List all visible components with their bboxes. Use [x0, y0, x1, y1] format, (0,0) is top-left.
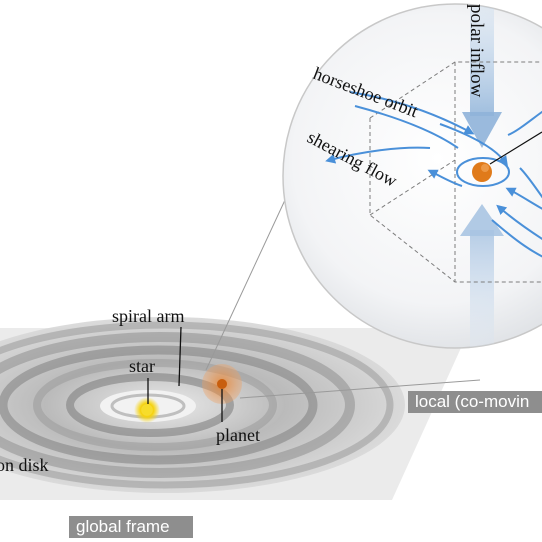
planet-label: planet [216, 425, 260, 445]
spiral-arm-leader [178, 326, 182, 387]
polar-inflow-bottom-arrow [460, 204, 504, 348]
local-frame-label: local (co-movin [408, 391, 542, 413]
local-box-wireframe [369, 61, 542, 283]
zoom-line-lower [239, 379, 481, 399]
local-zoom-circle [282, 3, 542, 349]
horseshoe-orbit-loop [427, 123, 510, 187]
disk-label: on disk [0, 455, 49, 475]
polar-inflow-top-arrow [462, 4, 502, 148]
global-frame-label: global frame [69, 516, 193, 538]
star-label: star [129, 356, 155, 376]
polar-inflow-label: polar inflow [466, 4, 487, 98]
protoplanetary-disk [0, 317, 405, 493]
planet [202, 364, 242, 404]
star [134, 397, 160, 423]
zoom-line-upper [205, 199, 286, 371]
planet-zoomed [472, 131, 542, 182]
spiral-arm-label: spiral arm [112, 306, 184, 326]
shearing-flow-streamlines [325, 91, 542, 263]
